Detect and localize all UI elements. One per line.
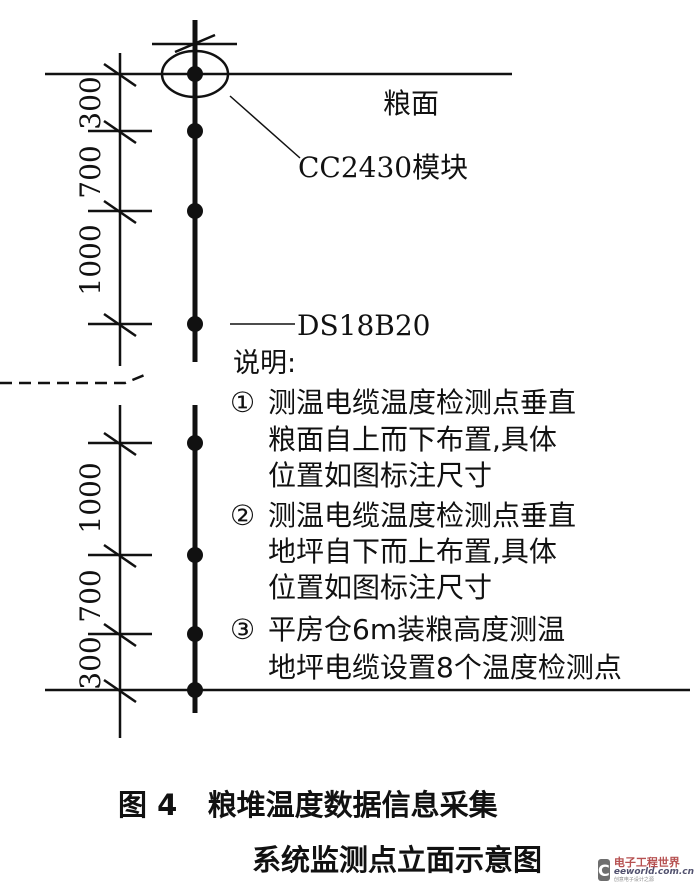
note-marker: ③ [230, 613, 255, 646]
module-ellipse [160, 49, 230, 99]
watermark-slogan: 创意电子设计之源 [613, 876, 654, 883]
watermark-site: eeworld.com.cn [613, 867, 694, 878]
note-line: 位置如图标注尺寸 [268, 571, 492, 604]
dim-label: 700 [74, 145, 107, 198]
break-line [0, 372, 148, 385]
note-line: 平房仓6m装粮高度测温 [268, 613, 565, 646]
sensor-label: DS18B20 [297, 309, 430, 342]
eeworld-logo-icon: C [598, 859, 610, 881]
dim-label: 300 [74, 636, 107, 689]
caption-line-2: 系统监测点立面示意图 [252, 843, 542, 877]
notes: ① 测温电缆温度检测点垂直 粮面自上而下布置,具体 位置如图标注尺寸 ② 测温电… [230, 386, 622, 684]
notes-title: 说明: [233, 348, 296, 379]
note-line: 地坪自下而上布置,具体 [268, 535, 557, 568]
watermark-name: 电子工程世界 [613, 855, 680, 869]
module-label: CC2430模块 [298, 151, 468, 184]
dim-label: 1000 [74, 462, 107, 533]
sensor-point [187, 435, 203, 451]
note-line: 位置如图标注尺寸 [268, 459, 492, 492]
note-line: 粮面自上而下布置,具体 [268, 423, 557, 456]
dim-label: 1000 [74, 224, 107, 295]
watermark-logo: C 电子工程世界 eeworld.com.cn 创意电子设计之源 [598, 851, 694, 889]
module-leader [229, 95, 301, 159]
note-marker: ① [230, 386, 255, 419]
drawing-lines [0, 20, 690, 738]
grain-surface-label: 粮面 [383, 87, 439, 120]
note-line: 测温电缆温度检测点垂直 [268, 386, 576, 419]
sensor-point [187, 316, 203, 332]
sensor-point [187, 626, 203, 642]
sensor-points [187, 66, 203, 698]
caption-line-1: 图 4 粮堆温度数据信息采集 [118, 788, 499, 822]
note-marker: ② [230, 499, 255, 532]
sensor-point [187, 547, 203, 563]
sensor-point [187, 682, 203, 698]
sensor-point [187, 203, 203, 219]
dim-label: 300 [74, 76, 107, 129]
note-line: 地坪电缆设置8个温度检测点 [268, 651, 622, 684]
dim-label: 700 [74, 569, 107, 622]
sensor-point [187, 123, 203, 139]
note-line: 测温电缆温度检测点垂直 [268, 499, 576, 532]
sensor-point [187, 66, 203, 82]
